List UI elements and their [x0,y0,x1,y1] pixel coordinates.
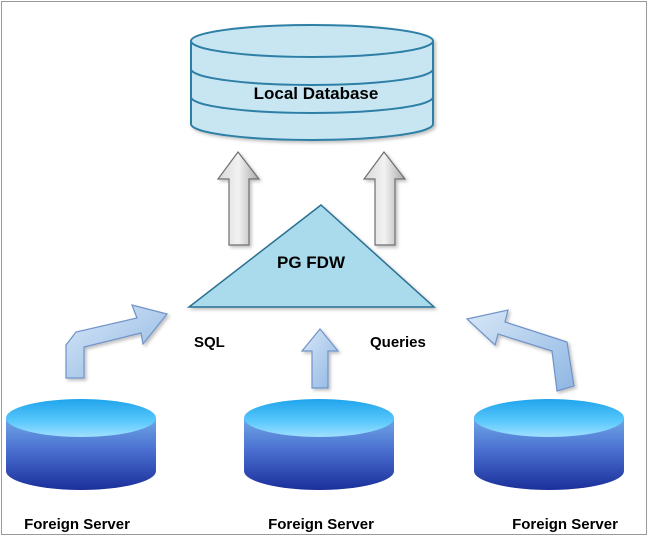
pg-fdw-label: PG FDW [277,253,346,272]
foreign-server-cylinder-middle [244,399,394,490]
arrow-right-server-icon [465,309,575,392]
foreign-server-label: Foreign Server [268,516,374,533]
sql-label: SQL [194,334,225,351]
arrow-left-server-icon [65,304,169,379]
arrow-middle-server-icon [300,328,340,389]
local-database-label: Local Database [254,84,379,103]
foreign-server-label: Foreign Server [24,516,130,533]
foreign-server-label: Foreign Server [512,516,618,533]
local-database-cylinder [190,24,434,141]
arrow-up-left-icon [216,151,261,246]
pg-fdw-triangle [186,204,436,308]
foreign-server-cylinder-right [474,399,624,490]
queries-label: Queries [370,334,426,351]
foreign-server-cylinder-left [6,399,156,490]
arrow-up-right-icon [362,151,407,246]
